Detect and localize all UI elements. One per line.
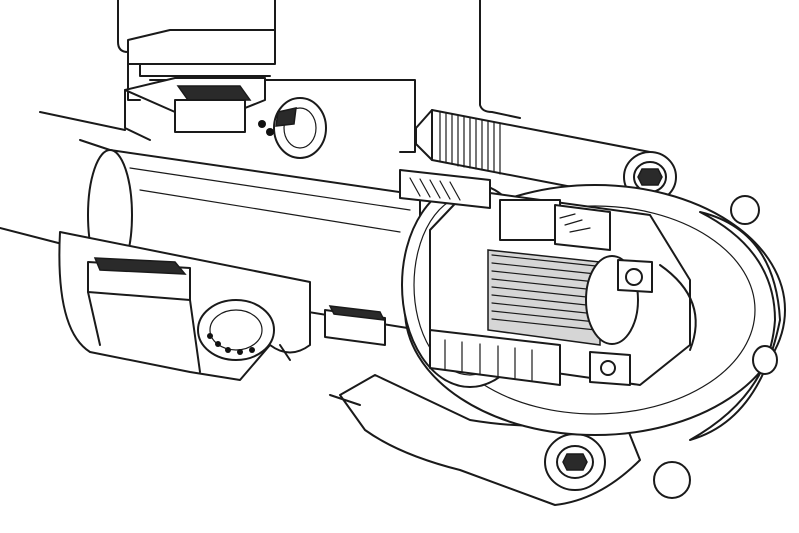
upper-bearing xyxy=(258,97,327,159)
hex-socket-icon-lower xyxy=(562,453,588,471)
lower-end-housing xyxy=(329,374,691,506)
tie-rod-bolt xyxy=(415,109,677,203)
cutaway-interior xyxy=(429,189,697,386)
housing-ledge xyxy=(124,77,416,153)
bolt-thread xyxy=(439,111,501,175)
seal-ring xyxy=(324,305,386,346)
lower-bearing xyxy=(197,299,275,361)
connector-block xyxy=(399,169,491,209)
housing-plate xyxy=(0,0,521,247)
hex-socket-icon xyxy=(637,168,663,186)
gear-splines xyxy=(491,254,597,331)
